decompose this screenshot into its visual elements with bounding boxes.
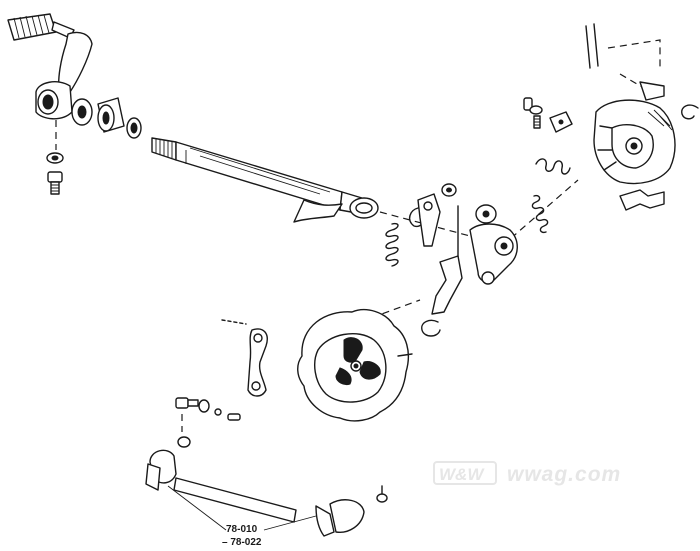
part-number-callout: 78-010 – 78-022 bbox=[167, 485, 317, 548]
pinch-bolt bbox=[46, 120, 64, 195]
kickstarter-shaft bbox=[151, 137, 379, 223]
part-number-line-1: 78-010 bbox=[226, 524, 258, 535]
lower-right-bracket bbox=[619, 189, 665, 211]
watermark-url: wwag.com bbox=[507, 463, 621, 486]
upper-right-parts bbox=[523, 23, 699, 133]
shift-fork-rod bbox=[145, 436, 388, 537]
pawl-carrier bbox=[469, 194, 549, 285]
bolt-washer-set bbox=[175, 397, 241, 432]
gearbox-cover bbox=[535, 99, 676, 185]
part-number-line-2: – 78-022 bbox=[222, 537, 262, 548]
watermark: W&W wwag.com bbox=[433, 461, 621, 486]
shaft-bushings bbox=[71, 97, 142, 139]
assembly-axis bbox=[359, 179, 579, 323]
shift-link bbox=[221, 319, 268, 397]
shift-cam-plate bbox=[297, 308, 413, 422]
watermark-logo: W&W bbox=[439, 465, 485, 484]
center-linkage bbox=[385, 183, 463, 337]
